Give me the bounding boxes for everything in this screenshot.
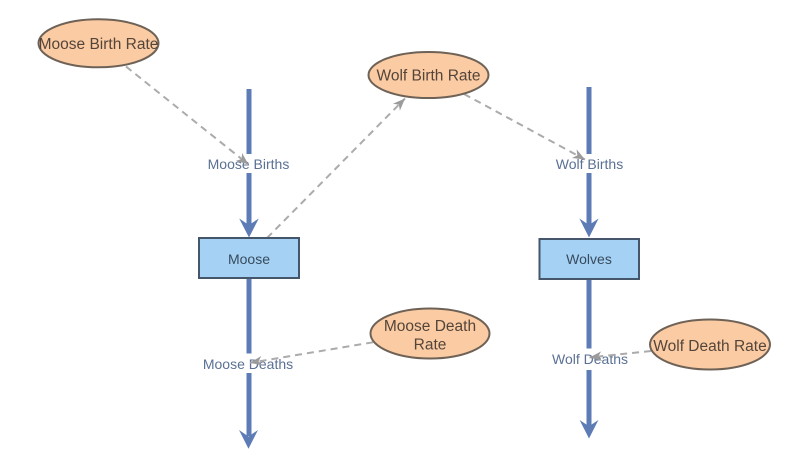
svg-text:Moose Death: Moose Death [384, 318, 476, 335]
svg-text:Moose Birth Rate: Moose Birth Rate [39, 36, 159, 53]
svg-text:Moose: Moose [228, 251, 270, 267]
svg-text:Moose Deaths: Moose Deaths [203, 356, 293, 372]
svg-text:Wolf Death Rate: Wolf Death Rate [653, 338, 766, 355]
svg-text:Wolf Births: Wolf Births [556, 156, 623, 172]
svg-text:Wolf Birth Rate: Wolf Birth Rate [377, 68, 481, 85]
svg-text:Wolves: Wolves [566, 251, 612, 267]
svg-text:Wolf Deaths: Wolf Deaths [552, 351, 628, 367]
svg-text:Rate: Rate [414, 337, 447, 354]
